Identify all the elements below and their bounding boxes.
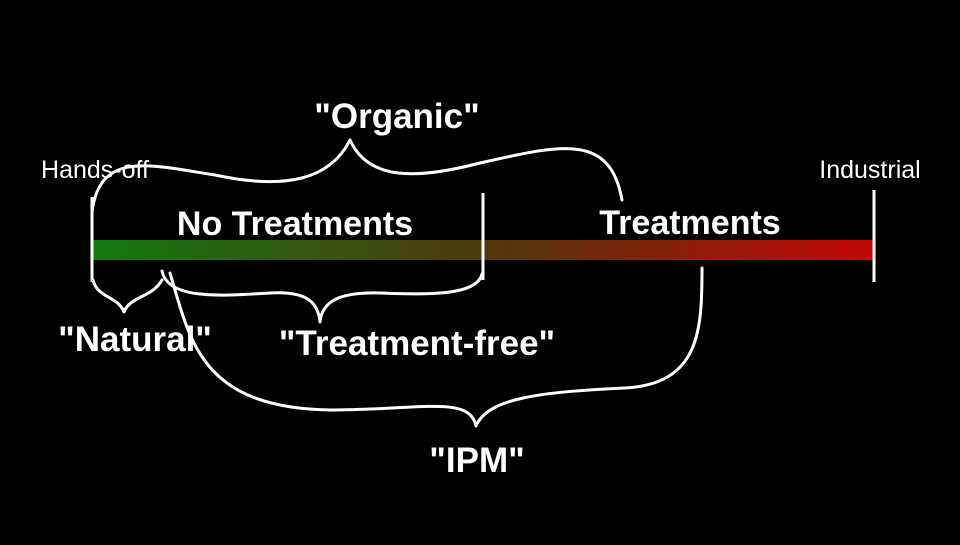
natural-brace <box>91 278 164 314</box>
treatment-free-label: "Treatment-free" <box>279 324 555 363</box>
ipm-label: "IPM" <box>429 441 524 480</box>
organic-brace <box>90 138 624 214</box>
ipm-brace <box>168 266 704 428</box>
treatment-free-brace <box>160 269 484 324</box>
natural-label: "Natural" <box>58 320 212 359</box>
treatments-label: Treatments <box>599 204 780 242</box>
hands-off-label: Hands-off <box>41 156 149 184</box>
no-treatments-label: No Treatments <box>177 205 413 243</box>
industrial-label: Industrial <box>819 156 920 184</box>
organic-label: "Organic" <box>314 97 479 136</box>
